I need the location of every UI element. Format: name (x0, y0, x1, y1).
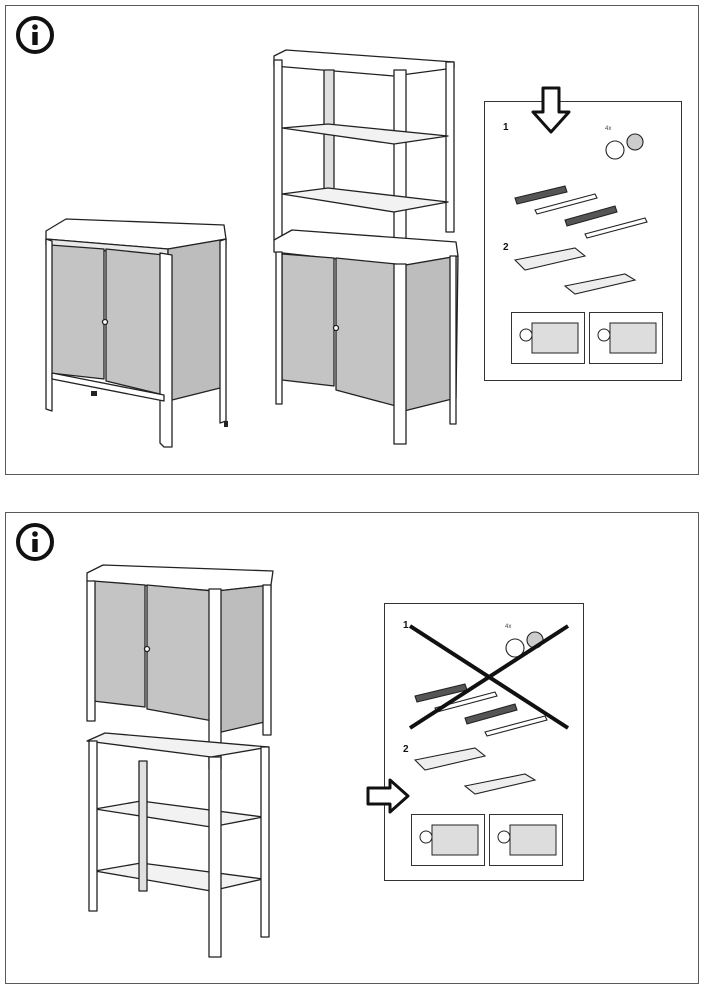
detail-inset: 1 2 4x (484, 86, 682, 381)
detail-view-left (511, 312, 585, 364)
rail-parts-illustration: 4x (514, 126, 648, 239)
instruction-panel-2: 1 2 4x (5, 512, 699, 984)
rail-tray-illustration (513, 247, 637, 295)
step-number-1: 1 (503, 122, 509, 133)
cabinet-illustration (45, 218, 228, 448)
step-number-2: 2 (503, 242, 509, 253)
step-number-2: 2 (403, 744, 409, 755)
detail-view-right (489, 814, 563, 866)
step-number-1: 1 (403, 620, 409, 631)
not-allowed-cross-icon (408, 624, 570, 730)
rail-tray-illustration (413, 747, 537, 795)
down-arrow-icon (531, 86, 571, 134)
shelf-on-cabinet-illustration (273, 49, 459, 445)
instruction-panel-1: 1 2 4x (5, 5, 699, 475)
detail-view-left (411, 814, 485, 866)
info-icon (16, 523, 54, 561)
info-icon (16, 16, 54, 54)
cabinet-on-shelf-illustration (86, 564, 274, 958)
detail-view-right (589, 312, 663, 364)
quantity-label: 4x (605, 126, 611, 132)
right-arrow-icon (366, 778, 410, 814)
detail-inset: 1 2 4x (384, 603, 584, 881)
quantity-label: 4x (505, 624, 511, 630)
